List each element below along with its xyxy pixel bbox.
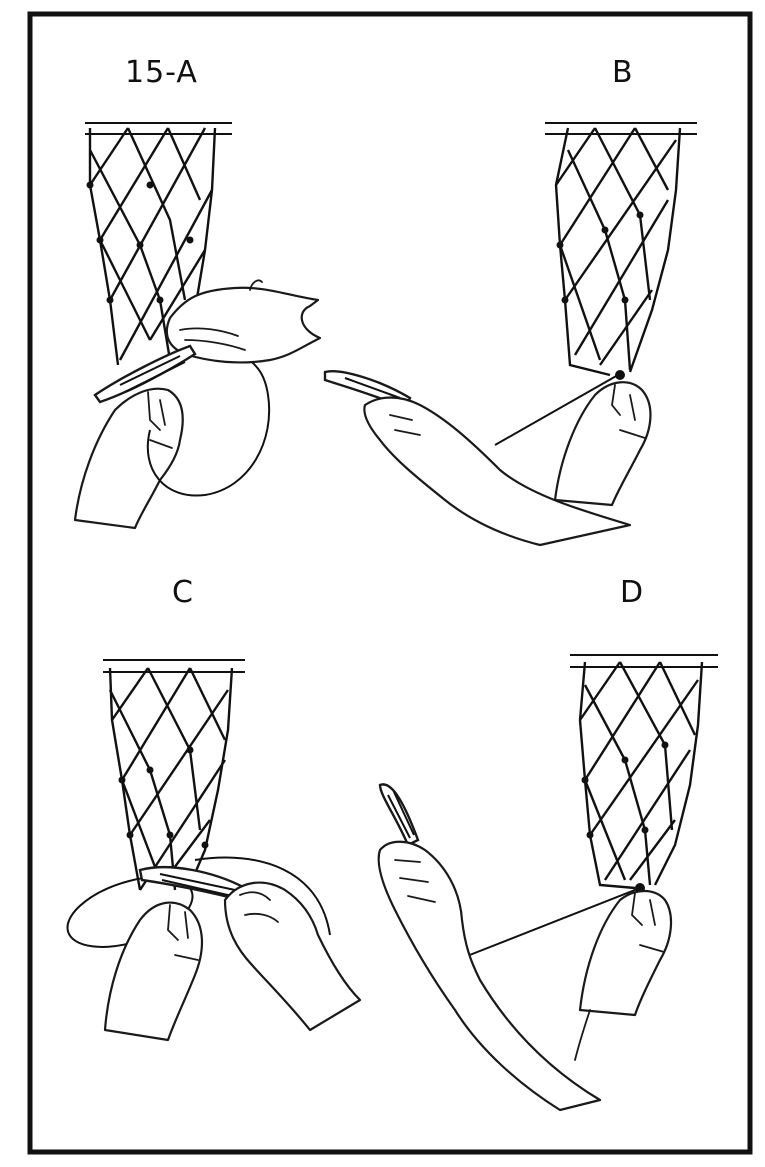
- panel-d-label: D: [620, 575, 644, 610]
- panel-b-label: B: [612, 55, 634, 90]
- panel-b: B: [325, 55, 697, 545]
- panel-c-left-hand: [105, 903, 202, 1040]
- panel-a-label: 15-A: [125, 55, 198, 90]
- panel-a-left-hand: [75, 389, 183, 528]
- panel-a: 15-A: [75, 55, 320, 528]
- panel-b-net: [556, 128, 680, 375]
- panel-d-needle-hand: [379, 842, 600, 1110]
- panel-c-net: [110, 668, 232, 890]
- panel-c-label: C: [172, 575, 194, 610]
- panel-c-right-hand: [225, 883, 360, 1030]
- panel-d: D: [379, 575, 718, 1110]
- panel-b-mesh-hand: [555, 382, 650, 505]
- panel-d-mesh-hand: [580, 891, 671, 1015]
- panel-d-net: [580, 662, 702, 888]
- panel-c: C: [59, 575, 360, 1040]
